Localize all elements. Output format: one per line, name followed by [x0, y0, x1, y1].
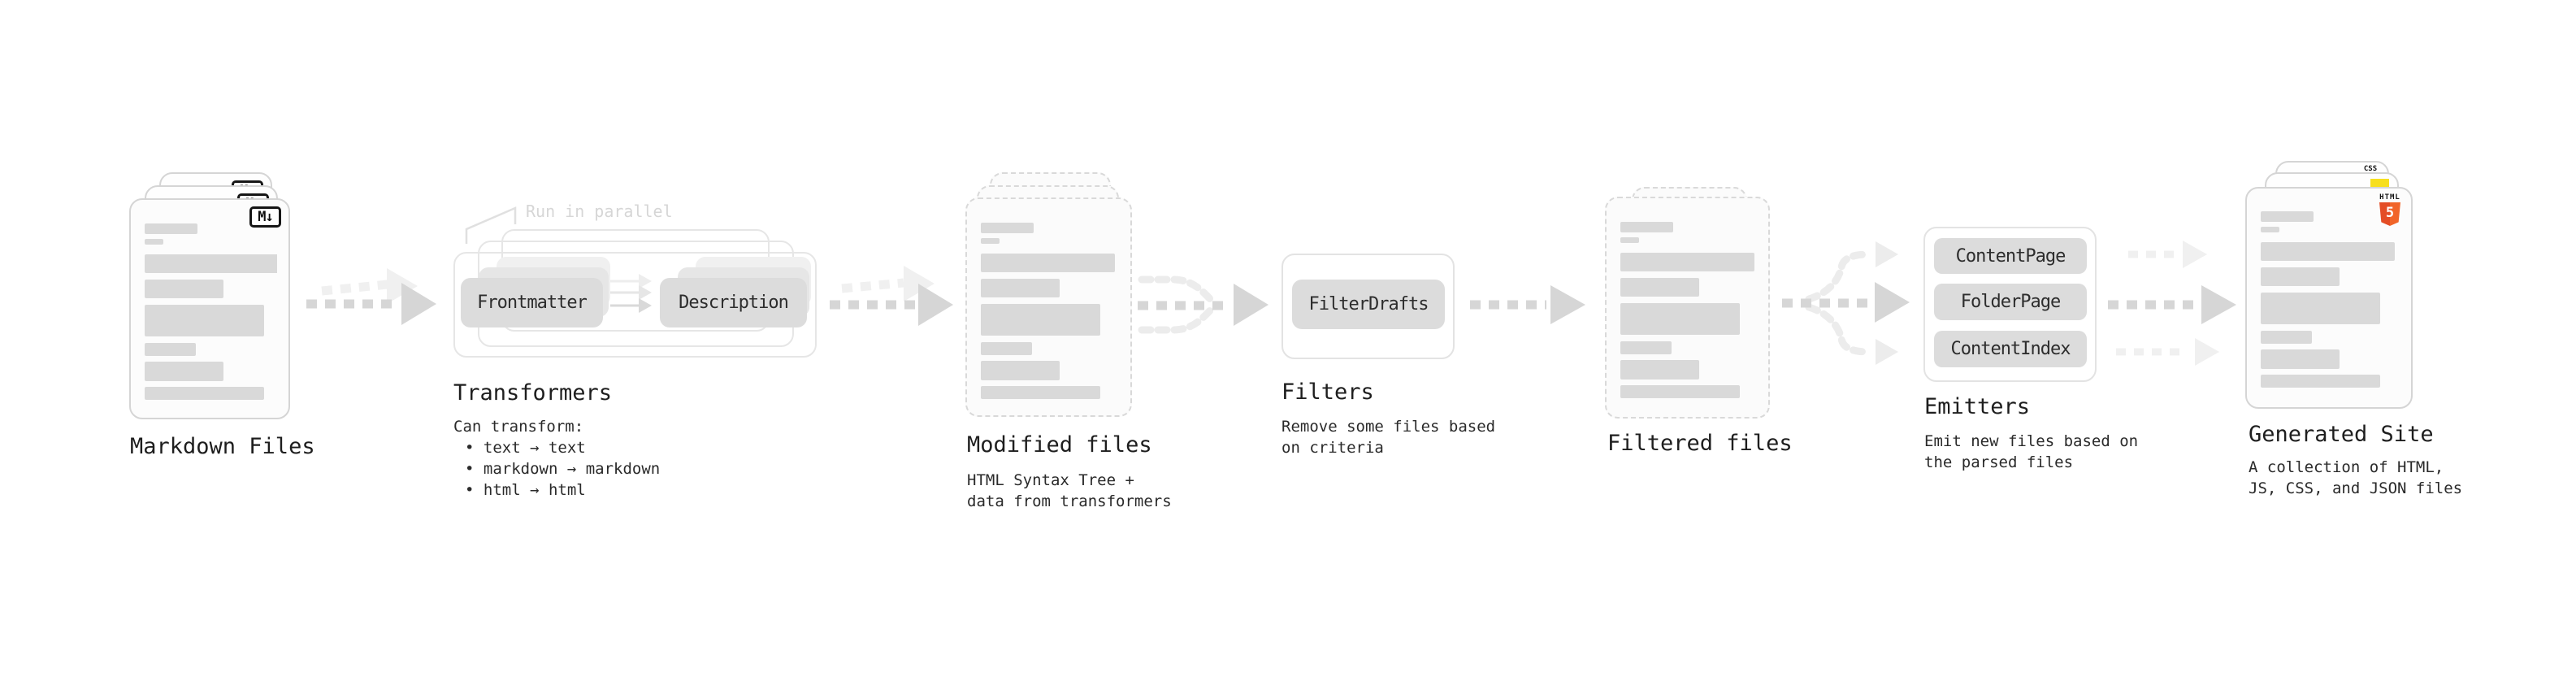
- emitters-subtitle: the parsed files: [1924, 453, 2074, 471]
- emitters-title: Emitters: [1924, 394, 2031, 419]
- transformers-desc-heading: Can transform:: [453, 418, 584, 436]
- generated-site-subtitle: A collection of HTML,: [2249, 458, 2444, 476]
- filters-subtitle: Remove some files based: [1281, 418, 1496, 436]
- arrow-modified-to-filters-icon: [1138, 275, 1268, 334]
- modified-files-subtitle: data from transformers: [967, 492, 1172, 510]
- transformers-bullet: • markdown → markdown: [465, 460, 661, 478]
- transformer-node-frontmatter: Frontmatter: [461, 278, 603, 327]
- emitter-node-contentindex: ContentIndex: [1934, 331, 2087, 367]
- parallel-run-arrows-icon: [610, 274, 652, 313]
- arrow-filters-to-filtered-icon: [1470, 285, 1585, 324]
- markdown-file-card-front: M↓: [129, 198, 290, 419]
- emitters-subtitle: Emit new files based on: [1924, 432, 2139, 450]
- generated-site-title: Generated Site: [2249, 422, 2434, 447]
- js-icon: [2370, 179, 2389, 189]
- emitter-node-contentpage: ContentPage: [1934, 238, 2087, 274]
- transformers-title: Transformers: [453, 380, 613, 406]
- file-text-placeholder: [1620, 222, 1757, 406]
- filtered-files-title: Filtered files: [1607, 431, 1793, 456]
- modified-file-card-front: [965, 197, 1132, 417]
- emitter-node-folderpage: FolderPage: [1934, 284, 2087, 320]
- run-in-parallel-callout-line: [465, 206, 517, 244]
- file-text-placeholder: [981, 223, 1119, 404]
- generated-site-subtitle: JS, CSS, and JSON files: [2249, 479, 2463, 497]
- file-text-placeholder: [2261, 211, 2400, 396]
- transformers-bullet: • text → text: [465, 439, 586, 457]
- filters-title: Filters: [1281, 380, 1374, 405]
- transformer-deck-front: [453, 252, 817, 358]
- arrow-filtered-to-emitters-icon: [1782, 241, 1910, 365]
- transformer-node-description: Description: [660, 278, 807, 327]
- modified-files-subtitle: HTML Syntax Tree +: [967, 471, 1134, 489]
- file-text-placeholder: [145, 223, 277, 406]
- markdown-files-title: Markdown Files: [130, 434, 315, 459]
- filters-subtitle: on criteria: [1281, 439, 1384, 457]
- generated-file-card-html: HTML 5: [2245, 187, 2413, 409]
- transformers-bullet: • html → html: [465, 481, 586, 499]
- run-in-parallel-annotation: Run in parallel: [526, 202, 673, 221]
- html5-icon: HTML 5: [2378, 193, 2402, 226]
- arrow-transformers-to-modified-icon: [830, 266, 953, 326]
- filtered-file-card-front: [1605, 197, 1770, 419]
- filter-node-filterdrafts: FilterDrafts: [1292, 280, 1445, 329]
- arrow-markdown-to-transformers-icon: [306, 268, 436, 325]
- arrow-emitters-to-generated-icon: [2108, 241, 2236, 366]
- modified-files-title: Modified files: [967, 432, 1152, 458]
- markdown-icon: M↓: [249, 206, 281, 228]
